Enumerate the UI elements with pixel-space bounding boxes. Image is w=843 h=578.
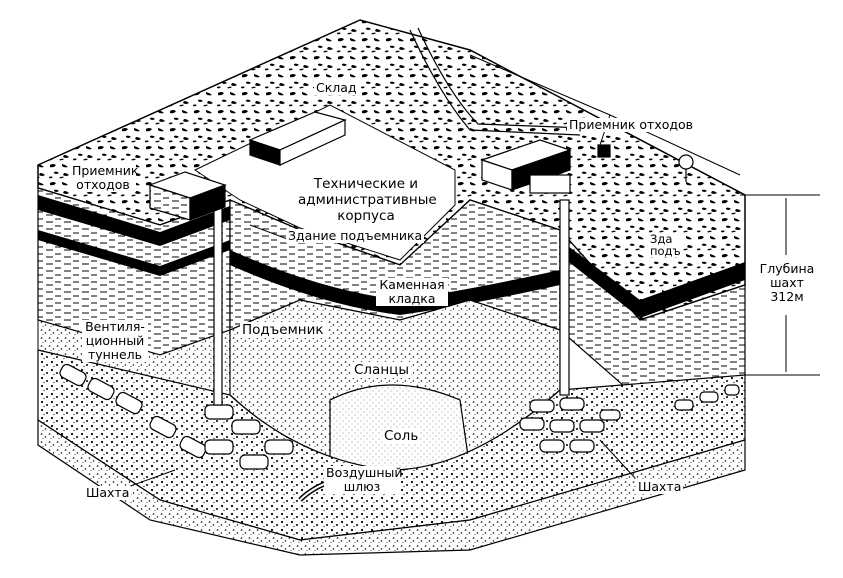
label-hoist-building-right-line1: Зда [650, 232, 673, 246]
label-airlock-line1: Воздушный [326, 465, 403, 480]
label-ventilation-tunnel-line3: туннель [87, 347, 143, 362]
label-warehouse: Склад [314, 80, 359, 95]
label-waste-receiver-right: Приемник отходов [567, 117, 696, 132]
label-mine-right: Шахта [636, 479, 684, 494]
label-waste-receiver-left-line1: Приемник [72, 163, 139, 178]
label-shales: Сланцы [352, 362, 412, 378]
label-mine-depth-line3: 312м [770, 289, 804, 304]
label-mine-left: Шахта [84, 485, 132, 500]
label-mine-depth-line2: шахт [770, 275, 804, 290]
label-mine-depth-line1: Глубина [759, 261, 815, 276]
label-technical-admin-line3: корпуса [337, 208, 395, 224]
label-waste-receiver-left-line2: отходов [76, 177, 130, 192]
label-salt: Соль [382, 428, 421, 444]
label-technical-admin-line1: Технические и [313, 176, 419, 192]
label-masonry-line2: кладка [388, 291, 436, 306]
label-mine-depth: Глубина шахт 312м [752, 262, 822, 304]
label-airlock-line2: шлюз [343, 479, 381, 494]
label-technical-admin-line2: административные [298, 192, 437, 208]
label-hoist-building-left: Здание подъемника [286, 228, 425, 243]
label-masonry: Каменная кладка [376, 278, 448, 306]
label-ventilation-tunnel-line1: Вентиля- [85, 319, 145, 334]
label-airlock: Воздушный шлюз [324, 465, 403, 494]
label-technical-admin-buildings: Технические и административные корпуса [298, 176, 437, 224]
label-waste-receiver-left: Приемник отходов [70, 163, 139, 192]
label-ventilation-tunnel-line2: ционный [85, 333, 145, 348]
label-masonry-line1: Каменная [379, 277, 445, 292]
label-hoist-building-right-line2: подъ [650, 244, 681, 258]
label-ventilation-tunnel: Вентиля- ционный туннель [82, 320, 148, 362]
label-hoist: Подъемник [240, 322, 326, 338]
label-hoist-building-right: Зда подъ [648, 233, 683, 257]
